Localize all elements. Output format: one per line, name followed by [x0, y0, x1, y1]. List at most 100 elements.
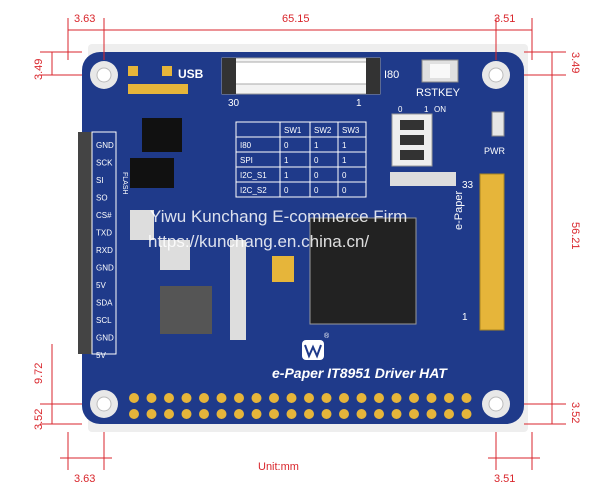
gpio-pin	[164, 393, 174, 403]
gpio-pin	[286, 393, 297, 403]
pwr-label: PWR	[484, 146, 505, 156]
pin-label: SCK	[96, 159, 113, 168]
dim-right-bottom: 3.52	[569, 402, 581, 423]
gpio-pin	[304, 409, 314, 419]
gpio-pin	[444, 393, 454, 403]
switch-on-label: ON	[434, 105, 446, 114]
table-cell-text: 0	[342, 171, 347, 180]
unit-label: Unit:mm	[258, 461, 299, 473]
flash-label: FLASH	[121, 172, 128, 195]
gpio-pin	[444, 409, 454, 419]
gpio-pin	[234, 393, 244, 403]
gpio-pin	[216, 393, 227, 403]
gpio-pin	[164, 409, 174, 419]
reset-button	[421, 59, 459, 83]
gpio-pin	[374, 393, 384, 403]
table-cell-text: 1	[342, 141, 347, 150]
product-name: e-Paper IT8951 Driver HAT	[272, 365, 448, 381]
pin-label: GND	[96, 264, 114, 273]
ram-chip	[160, 286, 212, 334]
pin-label: SO	[96, 194, 108, 203]
pin30-label: 30	[228, 98, 240, 109]
pin-label: TXD	[96, 229, 112, 238]
gpio-pin	[409, 393, 419, 403]
dim-right-top: 3.49	[569, 52, 581, 73]
i80-label: I80	[384, 69, 399, 81]
gpio-pin	[339, 409, 349, 419]
epaper-label: e-Paper	[453, 191, 465, 230]
watermark-line2: https://kunchang.en.china.cn/	[148, 232, 369, 251]
table-cell-text: I2C_S2	[240, 186, 267, 195]
table-cell-text: 0	[284, 186, 289, 195]
gpio-pin	[321, 409, 332, 419]
table-cell-text: 0	[284, 141, 289, 150]
gpio-pin	[269, 393, 279, 403]
pin1-label: 1	[356, 98, 362, 109]
smd-components	[130, 172, 456, 340]
fpc-connector-33pin	[479, 173, 505, 331]
usb-port	[128, 66, 172, 76]
gpio-pin	[461, 393, 472, 403]
dim-top-left: 3.63	[74, 13, 95, 25]
rstkey-label: RSTKEY	[416, 87, 461, 99]
gpio-pin	[199, 409, 209, 419]
dim-top-width: 65.15	[282, 13, 310, 25]
table-cell-text: SPI	[240, 156, 253, 165]
pwr-led	[491, 111, 505, 137]
dim-top-right: 3.51	[494, 13, 515, 25]
table-cell-text: I80	[240, 141, 252, 150]
gpio-pin	[146, 409, 157, 419]
pin-label: CS#	[96, 211, 112, 220]
gpio-pin	[251, 409, 262, 419]
table-cell-text: 0	[342, 186, 347, 195]
pin1b-label: 1	[462, 312, 468, 323]
switch-1-label: 1	[424, 105, 429, 114]
gpio-pin	[251, 393, 262, 403]
table-cell-text: 1	[284, 156, 289, 165]
left-pin-header	[78, 131, 117, 355]
table-cell-text: 1	[342, 156, 347, 165]
table-cell-text: 0	[314, 156, 319, 165]
gpio-pin	[321, 393, 332, 403]
pin-label: SDA	[96, 299, 113, 308]
table-cell-text: SW1	[284, 126, 302, 135]
dim-left-top: 3.49	[33, 59, 45, 80]
gpio-pin	[129, 393, 139, 403]
gpio-pin	[181, 393, 192, 403]
table-cell-text: 0	[314, 171, 319, 180]
gpio-pin	[129, 409, 139, 419]
gpio-pin	[304, 393, 314, 403]
pin33-label: 33	[462, 180, 474, 191]
table-cell-text: 1	[314, 141, 319, 150]
gpio-pin	[461, 409, 472, 419]
gpio-pin	[339, 393, 349, 403]
dim-right-height: 56.21	[569, 222, 581, 250]
regulator-chip	[130, 158, 174, 188]
gpio-pin	[216, 409, 227, 419]
gpio-pin	[286, 409, 297, 419]
dimension-lines	[40, 18, 566, 470]
pin-label: 5V	[96, 351, 106, 360]
waveshare-logo-icon	[302, 340, 324, 360]
dim-bottom-left: 3.63	[74, 473, 95, 485]
table-cell-text: 0	[314, 186, 319, 195]
pin-label: GND	[96, 334, 114, 343]
it8951-chip	[309, 217, 417, 325]
switch-0-label: 0	[398, 105, 403, 114]
gpio-pin	[426, 409, 437, 419]
watermark-line1: Yiwu Kunchang E-commerce Firm	[150, 207, 407, 226]
table-cell-text: SW2	[314, 126, 332, 135]
table-cell-text: 1	[284, 171, 289, 180]
pin-label: GND	[96, 141, 114, 150]
gpio-pin	[269, 409, 279, 419]
gpio-pin	[426, 393, 437, 403]
pin-label: SI	[96, 176, 104, 185]
gpio-pin	[409, 409, 419, 419]
gpio-pin	[391, 409, 402, 419]
mounting-holes	[90, 61, 510, 418]
dim-left-hole: 9.72	[33, 363, 45, 384]
dim-bottom-right: 3.51	[494, 473, 515, 485]
dim-left-bottom: 3.52	[33, 409, 45, 430]
